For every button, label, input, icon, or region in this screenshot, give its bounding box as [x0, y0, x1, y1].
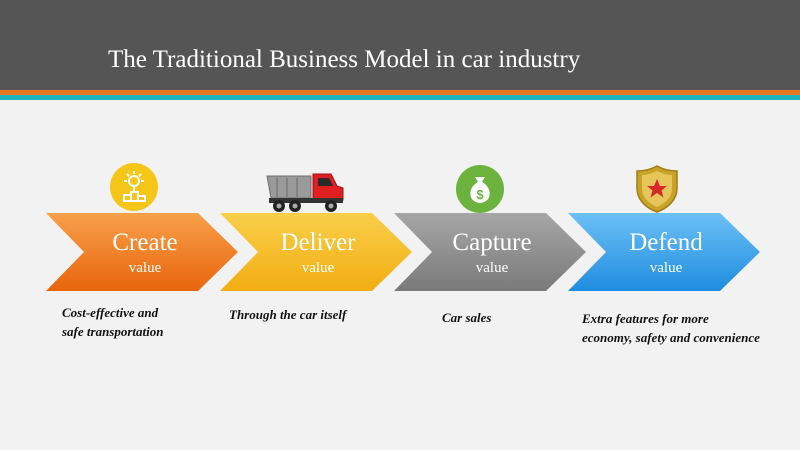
- step-capture-sub: value: [475, 260, 509, 276]
- step-defend-label: Defend: [629, 229, 703, 256]
- slide-title: The Traditional Business Model in car in…: [108, 46, 581, 73]
- description-line: Extra features for more: [582, 311, 709, 326]
- step-deliver-sub: value: [301, 260, 335, 276]
- accent-stripe-orange: [0, 90, 800, 95]
- step-capture-description: Car sales: [442, 308, 491, 327]
- description-line: Car sales: [442, 310, 492, 325]
- arrow-defend: [568, 213, 760, 291]
- svg-text:$: $: [476, 187, 484, 202]
- lightbulb-podium-icon: [110, 163, 158, 211]
- accent-stripe-teal: [0, 95, 800, 100]
- step-capture-label: Capture: [452, 229, 532, 256]
- description-line: safe transportation: [62, 324, 164, 339]
- description-line: Through the car itself: [229, 307, 347, 322]
- description-line: Cost-effective and: [62, 305, 159, 320]
- shield-star-icon: [636, 165, 678, 213]
- step-defend-sub: value: [649, 260, 683, 276]
- description-line: economy, safety and convenience: [582, 330, 760, 345]
- step-deliver-description: Through the car itself: [229, 305, 346, 324]
- step-create-label: Create: [112, 229, 178, 256]
- arrow-capture: [394, 213, 586, 291]
- arrow-create: [46, 213, 238, 291]
- header-bar: [0, 0, 800, 90]
- arrow-deliver: [220, 213, 412, 291]
- dump-truck-icon: [266, 173, 344, 212]
- step-defend-description: Extra features for more economy, safety …: [582, 309, 760, 347]
- step-create-sub: value: [128, 260, 162, 276]
- step-deliver-label: Deliver: [280, 229, 356, 256]
- money-bag-icon: $: [456, 165, 504, 213]
- step-create-description: Cost-effective and safe transportation: [62, 303, 164, 341]
